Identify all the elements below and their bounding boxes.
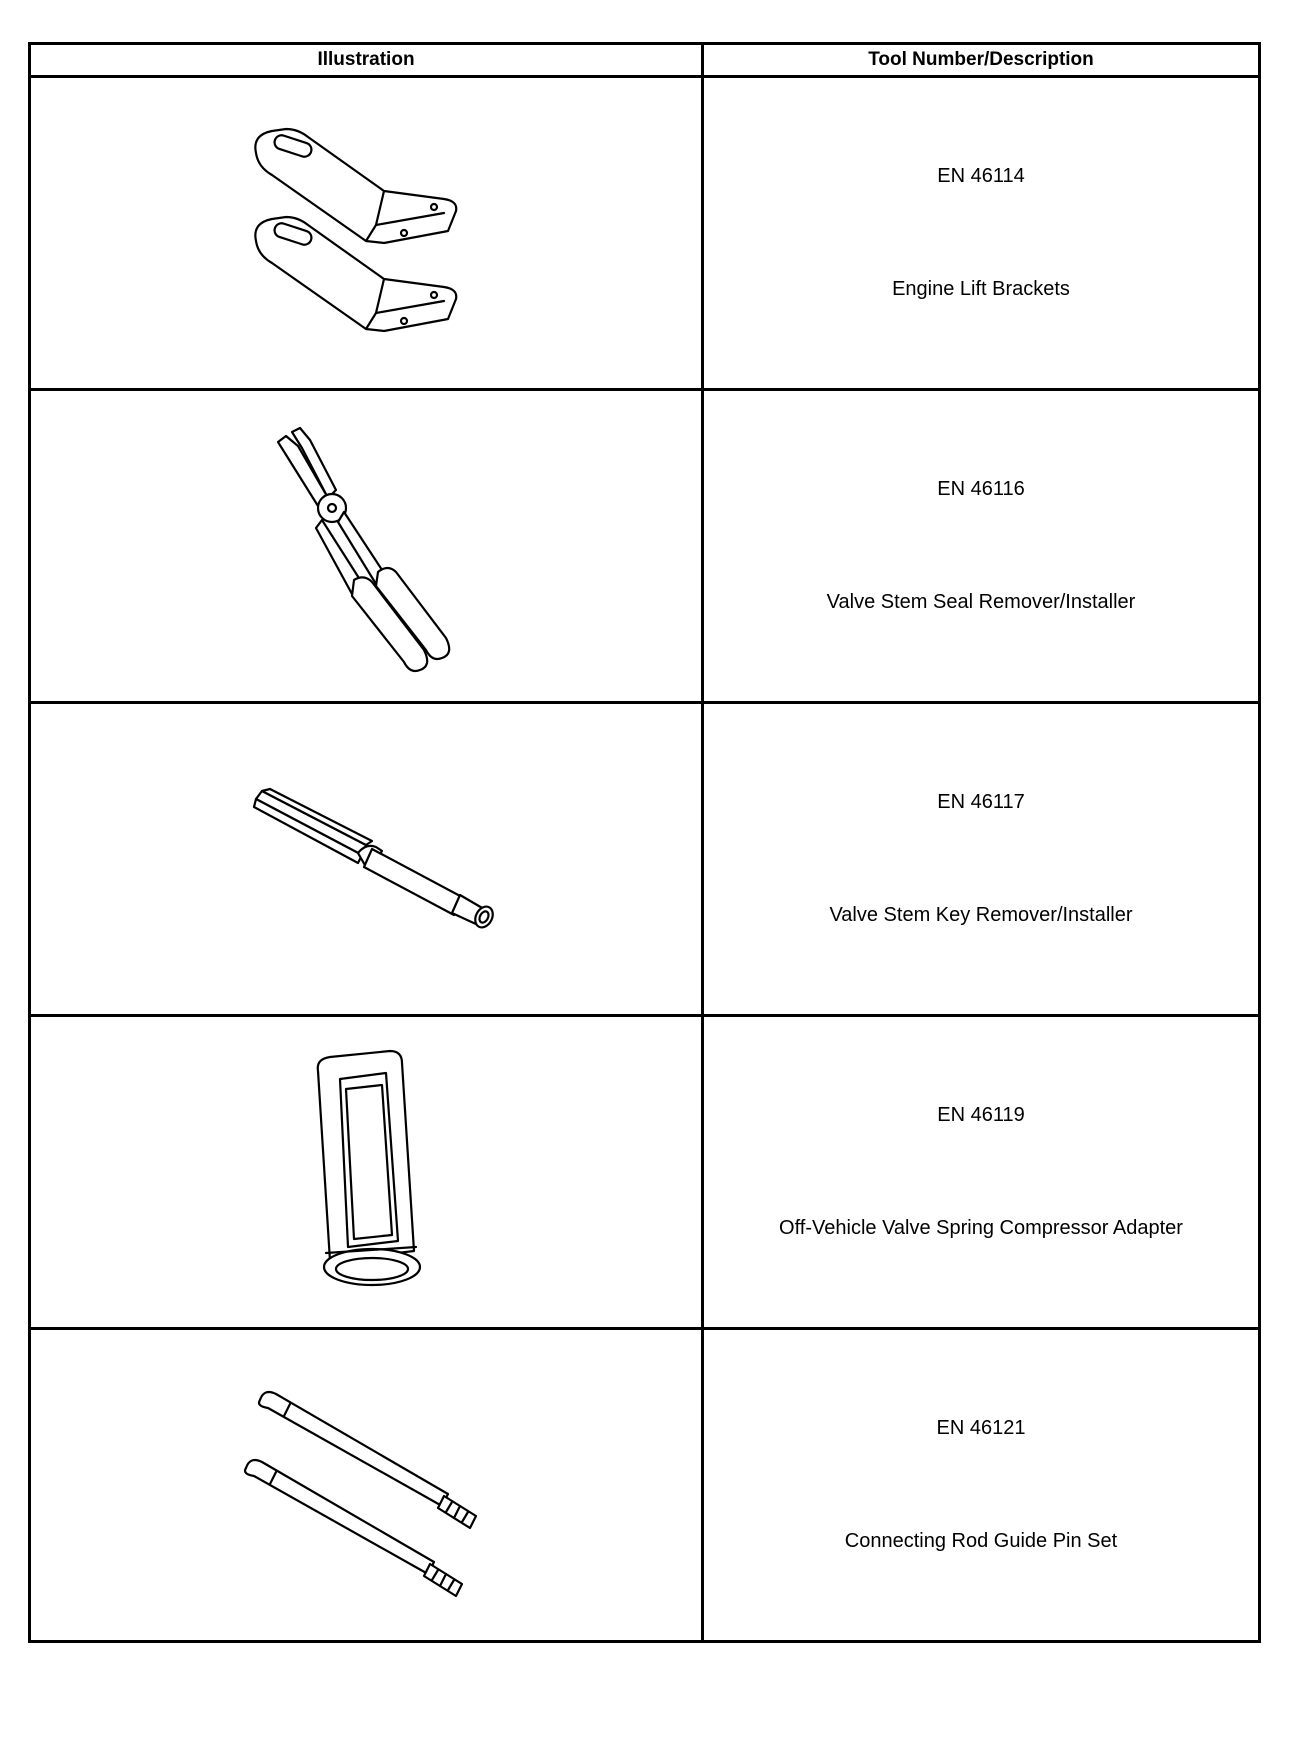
tool-number: EN 46119 (937, 1104, 1025, 1126)
guide-pin-set-icon (243, 1390, 478, 1598)
tool-description-cell: EN 46119 Off-Vehicle Valve Spring Compre… (701, 1014, 1261, 1330)
tool-description: Engine Lift Brackets (892, 278, 1070, 300)
valve-stem-seal-pliers-icon (276, 426, 451, 673)
tool-description: Off-Vehicle Valve Spring Compressor Adap… (779, 1217, 1183, 1239)
compressor-adapter-icon (316, 1049, 422, 1287)
header-illustration: Illustration (28, 42, 704, 78)
illustration-cell (28, 1014, 704, 1330)
table-row: EN 46117 Valve Stem Key Remover/Installe… (28, 701, 1261, 1017)
tool-description: Valve Stem Seal Remover/Installer (826, 591, 1136, 613)
header-row: Illustration Tool Number/Description (28, 42, 1261, 78)
tool-number: EN 46114 (937, 165, 1025, 187)
tool-number: EN 46117 (937, 791, 1025, 813)
table-row: EN 46119 Off-Vehicle Valve Spring Compre… (28, 1014, 1261, 1330)
tool-description-cell: EN 46116 Valve Stem Seal Remover/Install… (701, 388, 1261, 704)
table-row: EN 46116 Valve Stem Seal Remover/Install… (28, 388, 1261, 704)
header-tool-number-description: Tool Number/Description (701, 42, 1261, 78)
special-tools-table: Illustration Tool Number/Description (28, 42, 1261, 1643)
illustration-cell (28, 701, 704, 1017)
illustration-cell (28, 1327, 704, 1643)
table-row: EN 46114 Engine Lift Brackets (28, 75, 1261, 391)
tool-number: EN 46121 (936, 1417, 1026, 1439)
tool-description: Connecting Rod Guide Pin Set (844, 1530, 1118, 1552)
tool-number: EN 46116 (937, 478, 1025, 500)
valve-stem-key-tool-icon (252, 787, 494, 929)
engine-lift-brackets-icon (254, 127, 458, 333)
tool-description-cell: EN 46117 Valve Stem Key Remover/Installe… (701, 701, 1261, 1017)
tool-description-cell: EN 46114 Engine Lift Brackets (701, 75, 1261, 391)
illustration-cell (28, 75, 704, 391)
tool-description-cell: EN 46121 Connecting Rod Guide Pin Set (701, 1327, 1261, 1643)
table-row: EN 46121 Connecting Rod Guide Pin Set (28, 1327, 1261, 1643)
tool-description: Valve Stem Key Remover/Installer (829, 904, 1133, 926)
illustration-cell (28, 388, 704, 704)
